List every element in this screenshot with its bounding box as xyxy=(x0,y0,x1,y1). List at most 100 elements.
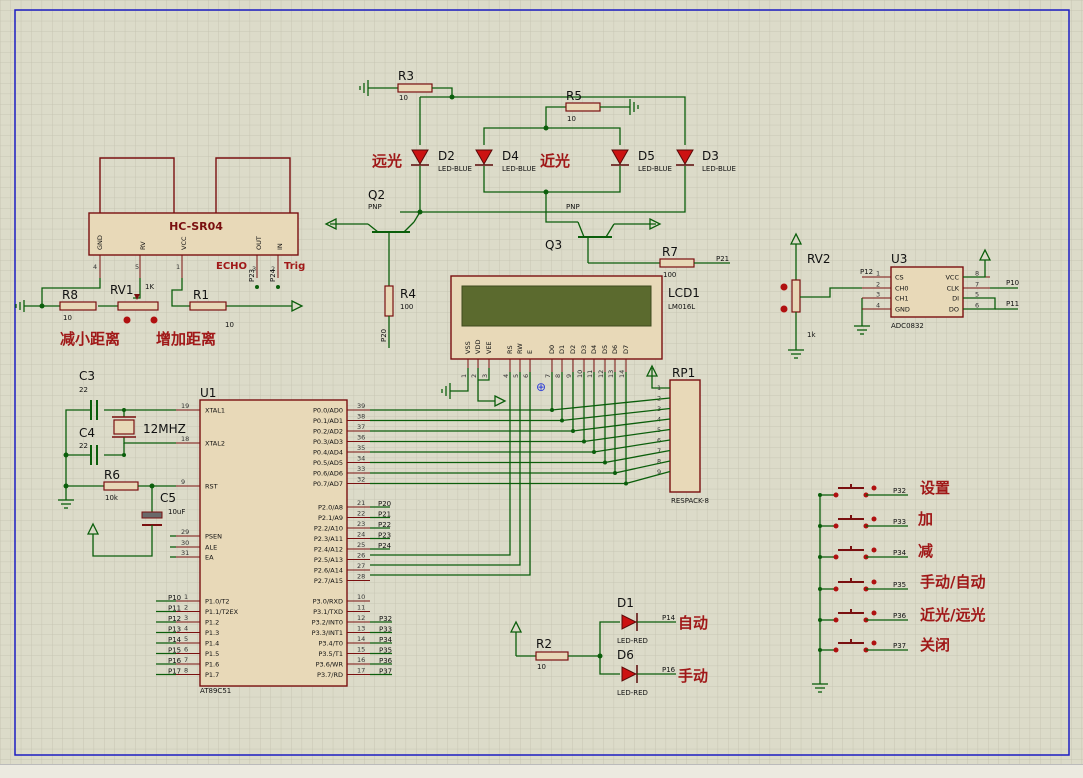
net-label: P37 xyxy=(379,668,392,676)
rv1-decrease-button-icon[interactable] xyxy=(123,316,131,324)
adc-pin-label: DO xyxy=(949,306,959,314)
power-arrow-icon xyxy=(649,217,662,231)
lcd-pin-label: D2 xyxy=(569,345,577,354)
mcu-pin-num: 1 xyxy=(184,593,188,601)
rp-pin-num: 8 xyxy=(657,458,661,466)
far-beam-label: 远光 xyxy=(372,152,402,170)
net-label: P35 xyxy=(379,647,392,655)
u1-microcontroller[interactable] xyxy=(199,399,348,687)
r2-resistor[interactable] xyxy=(535,651,569,661)
lcd1-display[interactable] xyxy=(450,275,663,360)
hc-sr04-body xyxy=(88,212,299,256)
lcd-pin-label: D7 xyxy=(622,345,630,354)
wire xyxy=(593,439,671,453)
lcd-pin-num: 11 xyxy=(586,370,594,378)
hc-pin-num: 1 xyxy=(176,263,180,271)
net-label: P32 xyxy=(379,615,392,623)
mcu-pin-num: 12 xyxy=(357,614,365,622)
x1-crystal[interactable] xyxy=(113,419,135,435)
q2-ref: Q2 xyxy=(368,188,385,202)
c5-capacitor[interactable] xyxy=(141,511,163,519)
net-label: P24 xyxy=(269,268,277,282)
net-label: P34 xyxy=(893,549,907,557)
mcu-pin-num: 24 xyxy=(357,531,365,539)
button-press-icon[interactable] xyxy=(871,579,877,585)
junction-dot xyxy=(818,587,822,591)
rp1-resistor-pack[interactable] xyxy=(669,379,701,493)
junction-dot xyxy=(613,471,617,475)
r2-val: 10 xyxy=(537,663,546,671)
rv2-val: 1k xyxy=(807,331,816,339)
mcu-pin-num: 23 xyxy=(357,520,365,528)
junction-dot xyxy=(818,493,822,497)
wire xyxy=(483,166,621,193)
d2-led[interactable] xyxy=(411,149,429,166)
mcu-pin-num: 34 xyxy=(357,455,365,463)
power-arrow-icon xyxy=(291,299,304,313)
mcu-pin-group: XTAL119XTAL218RST9PSEN29ALE30EA31P0.0/AD… xyxy=(156,402,393,679)
mcu-pin-label: P2.0/A8 xyxy=(318,504,343,512)
mcu-pin-num: 21 xyxy=(357,499,365,507)
rv1-increase-button-icon[interactable] xyxy=(150,316,158,324)
junction-dot xyxy=(818,648,822,652)
r3-resistor[interactable] xyxy=(397,83,433,93)
net-label: P22 xyxy=(378,521,391,529)
mcu-pin-num: 13 xyxy=(357,625,365,633)
mcu-pin-label: P0.0/AD0 xyxy=(313,407,343,415)
r7-resistor[interactable] xyxy=(659,258,695,268)
button-press-icon[interactable] xyxy=(871,640,877,646)
bus-group xyxy=(370,372,671,576)
net-label: P33 xyxy=(379,626,392,634)
status-bar xyxy=(0,764,1083,778)
r5-resistor[interactable] xyxy=(565,102,601,112)
mcu-pin-label: P0.3/AD3 xyxy=(313,438,343,446)
wire xyxy=(65,409,91,500)
button-press-icon[interactable] xyxy=(871,485,877,491)
d5-led[interactable] xyxy=(611,149,629,166)
rv2-up-button-icon[interactable] xyxy=(780,283,788,291)
u3-val: ADC0832 xyxy=(891,322,924,330)
r1-resistor[interactable] xyxy=(189,301,227,311)
mcu-pin-num: 9 xyxy=(181,478,185,486)
wire xyxy=(625,470,671,485)
hc-pin-gnd: GND xyxy=(96,235,104,250)
d3-led[interactable] xyxy=(676,149,694,166)
d4-led[interactable] xyxy=(475,149,493,166)
button-press-icon[interactable] xyxy=(871,610,877,616)
net-label: P33 xyxy=(893,518,906,526)
mcu-pin-label: P3.1/TXD xyxy=(313,608,343,616)
mcu-pin-label: P1.4 xyxy=(205,640,219,648)
junction-dot xyxy=(818,618,822,622)
rv2-down-button-icon[interactable] xyxy=(780,305,788,313)
r4-resistor[interactable] xyxy=(384,285,394,317)
net-label: P32 xyxy=(893,487,906,495)
near-beam-label: 近光 xyxy=(540,152,570,170)
mcu-pin-num: 26 xyxy=(357,552,365,560)
mcu-pin-label: P1.6 xyxy=(205,661,219,669)
button-press-icon[interactable] xyxy=(871,547,877,553)
rv2-potentiometer[interactable] xyxy=(791,279,801,313)
rv1-potentiometer[interactable] xyxy=(117,301,159,311)
junction-dot xyxy=(597,653,603,659)
q3-transistor[interactable] xyxy=(577,221,660,264)
d1-val: LED-RED xyxy=(617,637,648,645)
u3-adc[interactable] xyxy=(890,266,964,318)
mcu-pin-num: 11 xyxy=(357,604,365,612)
power-arrow-icon xyxy=(789,232,803,245)
power-arrow-icon xyxy=(978,248,992,261)
r8-val: 10 xyxy=(63,314,72,322)
junction-dot xyxy=(550,408,554,412)
power-arrow-icon xyxy=(509,620,523,633)
hc-sr04-module[interactable]: HC-SR04 GND RV VCC OUT IN ECHO Trig 4 5 … xyxy=(88,157,305,282)
lcd-pin-num: 6 xyxy=(522,374,530,378)
r8-resistor[interactable] xyxy=(59,301,97,311)
d2-ref: D2 xyxy=(438,149,455,163)
trig-label: Trig xyxy=(284,261,305,272)
mcu-pin-num: 10 xyxy=(357,593,365,601)
button-press-icon[interactable] xyxy=(871,516,877,522)
mcu-pin-num: 38 xyxy=(357,413,365,421)
ground-icon xyxy=(441,383,451,399)
r6-resistor[interactable] xyxy=(103,481,139,491)
